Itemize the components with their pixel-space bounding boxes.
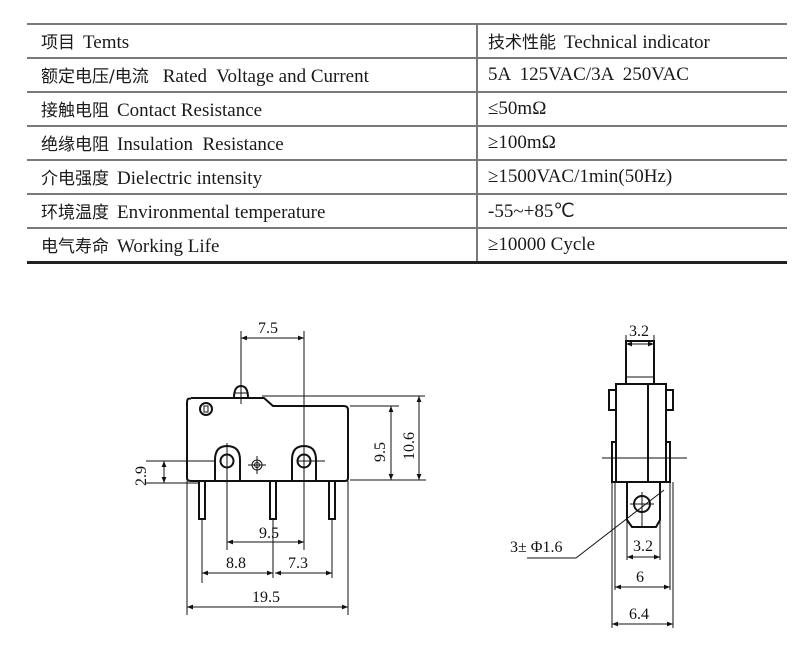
header-item-cn: 项目 [41,33,75,53]
row-item-cn: 环境温度 [41,203,109,223]
row-item-cell: 电气寿命 Working Life [27,227,478,264]
dim-label-center-to-right-pin: 7.3 [288,555,308,572]
table-header-row: 项目 Temts 技术性能 Technical indicator [27,23,787,58]
side-actuator [625,340,655,385]
row-value: -55~+85℃ [488,200,575,222]
dim-label-actuator-to-terminal: 7.5 [258,320,278,337]
hole-note-leader [575,489,665,559]
table-row: 额定电压/电流 Rated Voltage and Current 5A 125V… [27,57,787,92]
dim-label-overall-length: 19.5 [252,589,280,606]
spec-table: 项目 Temts 技术性能 Technical indicator 额定电压/电流 R… [27,23,787,264]
side-nub-right [665,389,674,411]
row-item-en: Working Life [117,236,220,257]
row-item-en: Rated Voltage and Current [162,66,369,87]
row-item-en: Insulation Resistance [117,134,284,155]
table-row: 环境温度 Environmental temperature -55~+85℃ [27,193,787,228]
header-value-en: Technical indicator [564,32,710,53]
row-item-cell: 环境温度 Environmental temperature [27,193,478,228]
table-row: 接触电阻 Contact Resistance ≤50mΩ [27,91,787,126]
row-value-cell: -55~+85℃ [477,193,787,228]
side-nub-left [608,389,617,411]
table-row: 电气寿命 Working Life ≥10000 Cycle [27,227,787,264]
row-item-cn: 接触电阻 [41,101,109,121]
row-value: ≤50mΩ [488,98,547,119]
front-view: 7.5 9.5 10.6 2.9 9.5 8.8 7.3 19.5 [133,320,426,615]
side-rail-left [611,441,617,483]
row-item-cn: 电气寿命 [41,237,109,257]
row-value: ≥100mΩ [488,132,556,153]
row-item-en: Contact Resistance [117,100,263,121]
hole-note-label: 3± Φ1.6 [510,539,562,556]
dim-label-pin-span: 6 [636,569,644,586]
row-item-cell: 介电强度 Dielectric intensity [27,159,478,194]
dim-label-overall-height: 10.6 [401,432,418,460]
dim-label-hole-height: 2.9 [133,466,150,486]
row-value: ≥10000 Cycle [488,234,595,255]
dim-label-body-height: 9.5 [372,442,389,462]
row-value-cell: ≥10000 Cycle [477,227,787,264]
dim-label-hole-spacing: 9.5 [259,525,279,542]
header-item-en: Temts [83,32,130,53]
row-value-cell: 5A 125VAC/3A 250VAC [477,57,787,92]
row-value-cell: ≥100mΩ [477,125,787,160]
side-body [615,383,667,483]
logo-mark-icon [199,402,213,416]
side-rail-right [665,441,671,483]
row-item-en: Environmental temperature [117,202,326,223]
logo-mark-inner [203,405,209,413]
row-item-cell: 绝缘电阻 Insulation Resistance [27,125,478,160]
header-value-cell: 技术性能 Technical indicator [477,23,787,58]
row-item-cn: 绝缘电阻 [41,135,109,155]
row-value: 5A 125VAC/3A 250VAC [488,64,689,85]
table-row: 绝缘电阻 Insulation Resistance ≥100mΩ [27,125,787,160]
row-item-cn: 介电强度 [41,169,109,189]
dim-label-actuator-width: 3.2 [629,323,649,340]
terminal-pin-right [328,480,336,520]
terminal-pin-left [198,480,206,520]
row-value-cell: ≥1500VAC/1min(50Hz) [477,159,787,194]
table-row: 介电强度 Dielectric intensity ≥1500VAC/1min(5… [27,159,787,194]
dim-label-left-pin-to-center: 8.8 [226,555,246,572]
switch-body-outline [186,397,349,482]
row-value-cell: ≤50mΩ [477,91,787,126]
header-item-cell: 项目 Temts [27,23,478,58]
side-terminal [626,482,661,528]
row-item-en: Dielectric intensity [117,168,263,189]
row-item-cell: 额定电压/电流 Rated Voltage and Current [27,57,478,92]
terminal-pin-center [269,480,277,520]
dim-label-terminal-width: 3.2 [633,538,653,555]
side-view: 3± Φ1.6 3.2 3.2 6 6.4 [510,323,687,628]
dim-label-overall-width: 6.4 [629,606,649,623]
row-item-cn: 额定电压/电流 [41,67,149,87]
header-value-cn: 技术性能 [488,33,556,53]
row-value: ≥1500VAC/1min(50Hz) [488,166,673,187]
row-item-cell: 接触电阻 Contact Resistance [27,91,478,126]
